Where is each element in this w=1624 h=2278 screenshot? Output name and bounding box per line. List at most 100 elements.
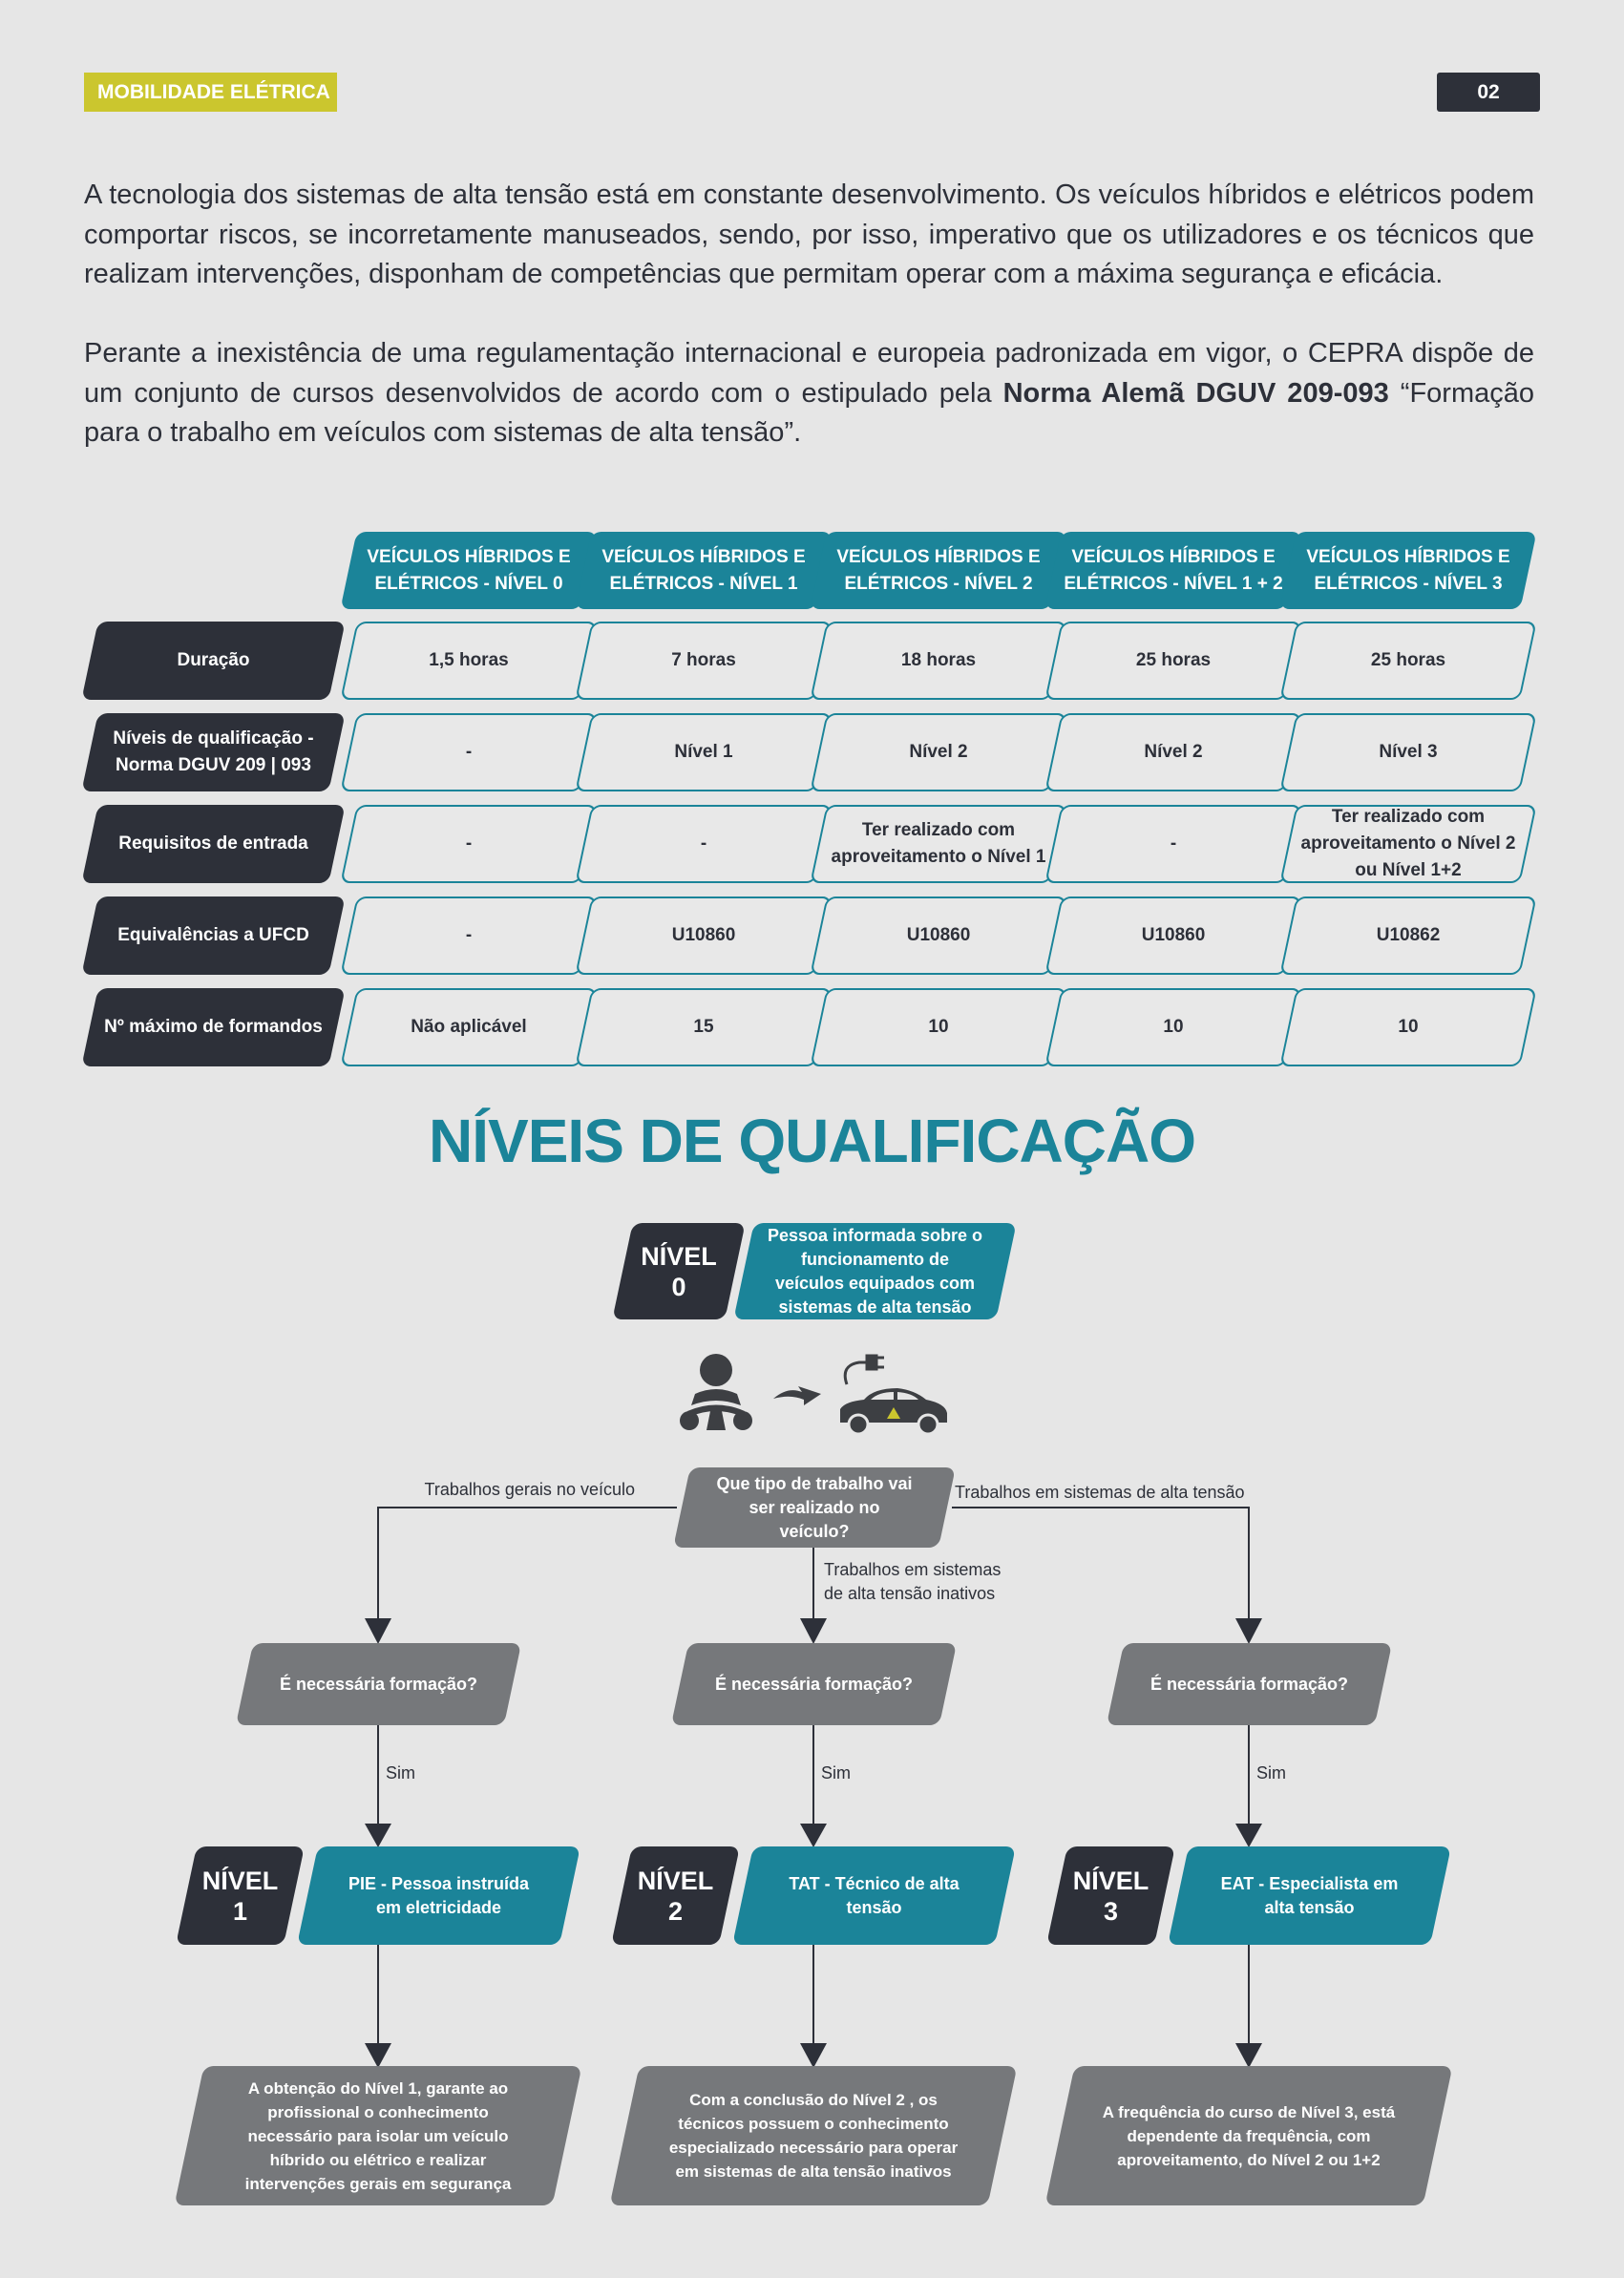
table-cell: 10 <box>1053 988 1294 1066</box>
row-label-text: Duração <box>177 650 250 670</box>
electric-car-icon <box>840 1354 947 1436</box>
table-cell: Ter realizado com aproveitamento o Nível… <box>1288 805 1529 883</box>
cell-text: - <box>1170 833 1177 854</box>
section-title: NÍVEIS DE QUALIFICAÇÃO <box>429 1107 1196 1175</box>
cell-text: - <box>700 833 707 854</box>
header-prefix: VEÍCULOS HÍBRIDOS E ELÉTRICOS - <box>367 546 571 594</box>
header-prefix: VEÍCULOS HÍBRIDOS E ELÉTRICOS - <box>1306 546 1510 594</box>
intro-paragraph-1: A tecnologia dos sistemas de alta tensão… <box>84 179 1534 289</box>
arrow-icon <box>773 1386 821 1405</box>
badge-number: 0 <box>671 1272 686 1301</box>
badge-word: NÍVEL <box>641 1241 717 1271</box>
row-label: Requisitos de entrada <box>90 805 337 883</box>
illustration <box>680 1354 947 1436</box>
cell-text: Ter realizado com aproveitamento o Nível… <box>1300 807 1516 880</box>
row-label-text: Nº máximo de formandos <box>104 1017 323 1037</box>
cell-text: 7 horas <box>671 650 736 670</box>
edge-label-inactive: Trabalhos em sistemas de alta tensão ina… <box>824 1560 1002 1603</box>
table-cell: 10 <box>818 988 1059 1066</box>
table-cell: 25 horas <box>1288 622 1529 700</box>
yes-label: Sim <box>386 1763 415 1782</box>
badge-number: 3 <box>1103 1896 1118 1926</box>
header-level: NÍVEL 1 <box>729 573 798 594</box>
column-header: VEÍCULOS HÍBRIDOS E ELÉTRICOS - NÍVEL 0 <box>348 532 589 609</box>
outcome-box: A obtenção do Nível 1, garante ao profis… <box>189 2066 567 2205</box>
header-level: NÍVEL 1 + 2 <box>1183 573 1283 594</box>
header-prefix: VEÍCULOS HÍBRIDOS E ELÉTRICOS - <box>601 546 806 594</box>
table-cell: Nível 2 <box>1053 713 1294 791</box>
table-cell: Ter realizado com aproveitamento o Nível… <box>818 805 1059 883</box>
edge-label-general: Trabalhos gerais no veículo <box>424 1480 635 1499</box>
table-cell: U10862 <box>1288 896 1529 975</box>
column-header: VEÍCULOS HÍBRIDOS E ELÉTRICOS - NÍVEL 3 <box>1288 532 1529 609</box>
edge-label-high-voltage: Trabalhos em sistemas de alta tensão <box>955 1483 1245 1502</box>
badge-word: NÍVEL <box>637 1866 714 1895</box>
table-cell: Não aplicável <box>348 988 589 1066</box>
row-label-text: Níveis de qualificação - Norma DGUV 209 … <box>113 728 314 775</box>
yes-label: Sim <box>821 1763 851 1782</box>
role-box: PIE - Pessoa instruída em eletricidade <box>307 1846 570 1945</box>
table-cell: - <box>583 805 824 883</box>
cell-text: 25 horas <box>1370 650 1446 670</box>
question-box: Que tipo de trabalho vai ser realizado n… <box>682 1467 947 1548</box>
outcome-text: Com a conclusão do Nível 2 , os técnicos… <box>668 2091 959 2181</box>
cell-text: Nível 1 <box>674 742 733 762</box>
paragraph-text: “Formação para o trabalho em veículos co… <box>84 377 1534 449</box>
table-cell: - <box>348 713 589 791</box>
table-cell: - <box>348 896 589 975</box>
column-header: VEÍCULOS HÍBRIDOS E ELÉTRICOS - NÍVEL 2 <box>818 532 1059 609</box>
header-level: NÍVEL 0 <box>495 573 563 594</box>
driver-icon <box>680 1354 752 1430</box>
section-tag: MOBILIDADE ELÉTRICA <box>84 73 337 112</box>
row-label-text: Equivalências a UFCD <box>117 925 309 945</box>
table-cell: 1,5 horas <box>348 622 589 700</box>
row-label: Níveis de qualificação - Norma DGUV 209 … <box>90 713 337 791</box>
cell-text: Nível 3 <box>1379 742 1438 762</box>
training-question-text: É necessária formação? <box>714 1674 914 1694</box>
cell-text: 25 horas <box>1135 650 1212 670</box>
paragraph-text: Perante a inexistência de uma regulament… <box>84 338 1534 409</box>
table-cell: U10860 <box>1053 896 1294 975</box>
cell-text: - <box>465 925 473 945</box>
cell-text: 18 horas <box>900 650 977 670</box>
badge-number: 1 <box>232 1896 247 1926</box>
training-question-text: É necessária formação? <box>1149 1674 1349 1694</box>
cell-text: 1,5 horas <box>429 650 509 670</box>
badge-word: NÍVEL <box>201 1866 279 1895</box>
table-cell: Nível 1 <box>583 713 824 791</box>
table-cell: 7 horas <box>583 622 824 700</box>
outcome-box: Com a conclusão do Nível 2 , os técnicos… <box>624 2066 1002 2205</box>
question-text: Que tipo de trabalho vai ser realizado n… <box>716 1473 913 1541</box>
column-header: VEÍCULOS HÍBRIDOS E ELÉTRICOS - NÍVEL 1 <box>583 532 824 609</box>
training-question-box: É necessária formação? <box>244 1643 513 1725</box>
table-cell: - <box>348 805 589 883</box>
table-cell: - <box>1053 805 1294 883</box>
role-text: TAT - Técnico de alta tensão <box>789 1873 960 1917</box>
training-question-box: É necessária formação? <box>680 1643 948 1725</box>
table-cell: 15 <box>583 988 824 1066</box>
role-text: PIE - Pessoa instruída em eletricidade <box>348 1873 530 1917</box>
cell-text: - <box>465 742 473 762</box>
table-cell: U10860 <box>818 896 1059 975</box>
header-prefix: VEÍCULOS HÍBRIDOS E ELÉTRICOS - <box>836 546 1041 594</box>
badge-number: 2 <box>667 1896 683 1926</box>
cell-text: Nível 2 <box>1144 742 1203 762</box>
cell-text: 10 <box>1163 1017 1184 1037</box>
outcome-box: A frequência do curso de Nível 3, está d… <box>1060 2066 1438 2205</box>
cell-text: 10 <box>1398 1017 1419 1037</box>
role-box: EAT - Especialista em alta tensão <box>1178 1846 1441 1945</box>
cell-text: Não aplicável <box>411 1017 527 1037</box>
outcome-text: A obtenção do Nível 1, garante ao profis… <box>244 2078 512 2193</box>
cell-text: Nível 2 <box>909 742 968 762</box>
header-level: NÍVEL 2 <box>964 573 1033 594</box>
header-level: NÍVEL 3 <box>1434 573 1503 594</box>
level-0-description: Pessoa informada sobre o funcionamento d… <box>744 1223 1006 1319</box>
training-question-box: É necessária formação? <box>1115 1643 1383 1725</box>
header-prefix: VEÍCULOS HÍBRIDOS E ELÉTRICOS - <box>1064 546 1276 594</box>
row-label: Equivalências a UFCD <box>90 896 337 975</box>
description-text: Pessoa informada sobre o funcionamento d… <box>767 1225 983 1317</box>
